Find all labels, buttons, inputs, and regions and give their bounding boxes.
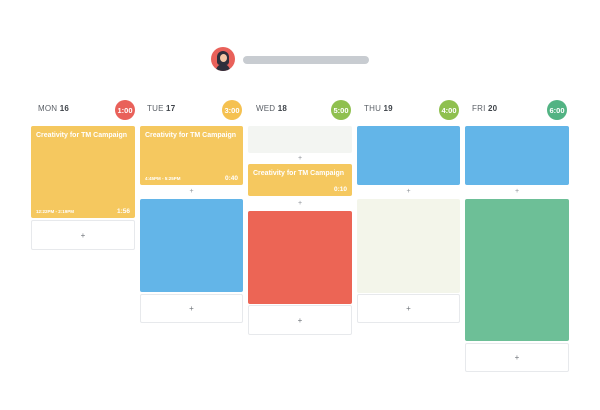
day-name: THU (364, 104, 382, 113)
empty-slot-wed[interactable] (248, 126, 352, 153)
event-card-thu[interactable] (357, 126, 460, 185)
day-label-mon: MON 16 (38, 104, 69, 113)
day-label-thu: THU 19 (364, 104, 393, 113)
day-date: 16 (59, 104, 70, 113)
day-name: TUE (147, 104, 164, 113)
event-card-tue-2[interactable] (140, 199, 243, 292)
add-event-button-mon[interactable]: + (31, 220, 135, 250)
event-card-fri-2[interactable] (465, 199, 569, 341)
event-duration: 1:56 (116, 208, 130, 215)
day-date: 17 (166, 104, 176, 113)
plus-icon: + (189, 188, 194, 195)
day-name: WED (256, 104, 276, 113)
add-event-button-fri-1[interactable]: + (465, 186, 569, 197)
event-title: Creativity for TM Campaign (145, 132, 237, 139)
add-event-button-fri-2[interactable]: + (465, 343, 569, 372)
day-date: 18 (277, 104, 288, 113)
user-avatar-icon[interactable] (211, 47, 235, 71)
event-card-wed-2[interactable] (248, 211, 352, 304)
add-event-button-wed-3[interactable]: + (248, 305, 352, 335)
day-total-badge-fri: 6:00 (547, 100, 567, 120)
plus-icon: + (406, 188, 411, 195)
day-name: FRI (472, 104, 486, 113)
day-total-badge-mon: 1:00 (115, 100, 135, 120)
day-label-tue: TUE 17 (147, 104, 175, 113)
day-date: 19 (383, 104, 393, 113)
plus-icon: + (297, 200, 303, 207)
day-total-badge-tue: 3:00 (222, 100, 242, 120)
event-card-tue[interactable]: Creativity for TM Campaign 4:45PM - 5:25… (140, 126, 243, 185)
event-duration: 0:10 (333, 186, 347, 193)
plus-icon: + (297, 154, 303, 162)
day-label-fri: FRI 20 (472, 104, 497, 113)
plus-icon: + (514, 188, 520, 195)
add-event-button-thu-1[interactable]: + (357, 186, 460, 197)
day-date: 20 (487, 104, 498, 113)
event-card-fri[interactable] (465, 126, 569, 185)
add-event-button-tue-1[interactable]: + (140, 186, 243, 197)
add-event-button-tue-2[interactable]: + (140, 294, 243, 323)
plus-icon: + (406, 304, 411, 313)
day-label-wed: WED 18 (256, 104, 287, 113)
event-time: 4:45PM - 5:25PM (145, 176, 181, 181)
plus-icon: + (189, 304, 194, 313)
event-time: 12:22PM - 2:19PM (36, 209, 75, 214)
empty-slot-thu[interactable] (357, 199, 460, 293)
event-duration: 0:40 (224, 175, 238, 182)
event-title: Creativity for TM Campaign (253, 170, 345, 177)
day-total-badge-wed: 5:00 (331, 100, 351, 120)
day-total-badge-thu: 4:00 (439, 100, 459, 120)
event-card-wed[interactable]: Creativity for TM Campaign 0:10 (248, 164, 352, 196)
user-name-placeholder-bar (243, 56, 369, 64)
day-name: MON (38, 104, 58, 113)
add-event-button-wed-2[interactable]: + (248, 198, 352, 209)
plus-icon: + (514, 353, 520, 362)
event-card-mon[interactable]: Creativity for TM Campaign 12:22PM - 2:1… (31, 126, 135, 218)
plus-icon: + (297, 315, 303, 325)
event-title: Creativity for TM Campaign (36, 132, 128, 139)
add-event-button-wed-1[interactable]: + (248, 153, 352, 163)
plus-icon: + (80, 230, 86, 240)
add-event-button-thu-2[interactable]: + (357, 294, 460, 323)
